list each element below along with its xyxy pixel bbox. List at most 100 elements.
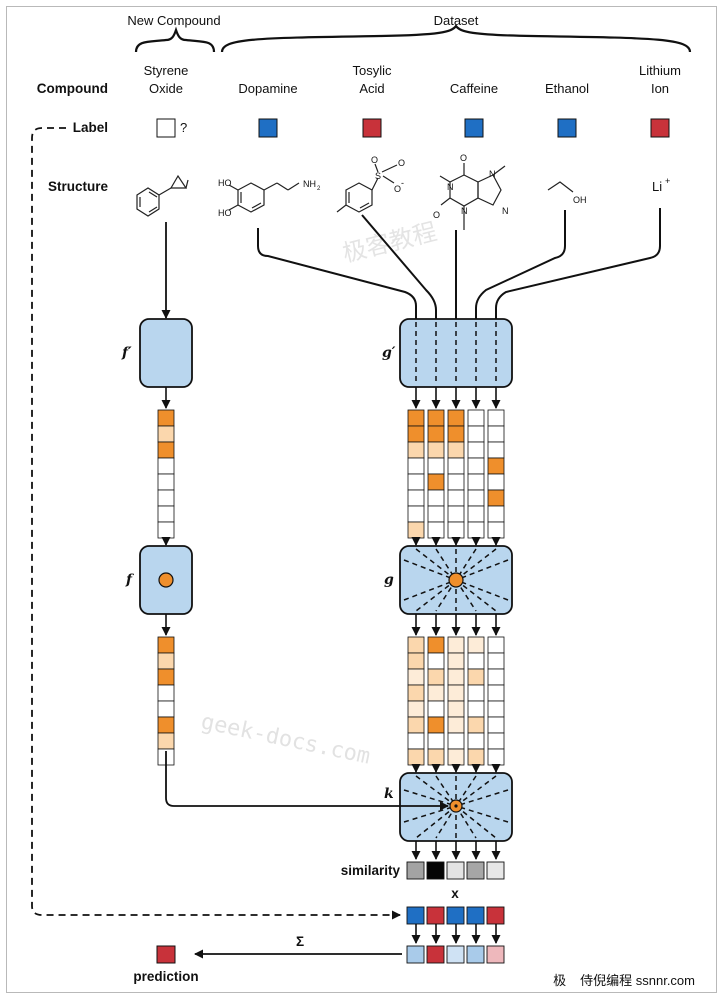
k-fan-line <box>455 789 509 807</box>
compound-name: Lithium <box>639 63 681 78</box>
sigma-label: Σ <box>296 934 304 949</box>
structure-ethanol <box>547 181 574 193</box>
g-prime-out-cell <box>467 473 485 491</box>
f-out-cell <box>157 716 175 734</box>
g-prime-out-cell <box>407 505 425 523</box>
g-fan-line <box>435 579 457 612</box>
compound-name: Caffeine <box>450 81 498 96</box>
g-out-cell <box>427 732 445 750</box>
f-prime-out-cell <box>157 521 175 539</box>
chem-label: HO <box>218 178 232 188</box>
similarity-cell <box>486 861 505 880</box>
g-out-cell <box>407 636 425 654</box>
g-out-cell <box>427 716 445 734</box>
g-out-cell <box>447 652 465 670</box>
weighted-label-cell <box>406 945 425 964</box>
g-out-cell <box>487 732 505 750</box>
f-prime-out-cell <box>157 441 175 459</box>
f-prime-box <box>139 318 193 388</box>
label-square <box>156 118 176 138</box>
g-prime-out-cell <box>447 425 465 443</box>
g-prime-out-cell <box>467 409 485 427</box>
label-square <box>464 118 484 138</box>
f-prime-out-cell <box>157 489 175 507</box>
chem-label: N <box>489 169 496 179</box>
f-out-cell <box>157 684 175 702</box>
g-out-cell <box>487 716 505 734</box>
compound-name: Acid <box>359 81 384 96</box>
g-out-cell <box>427 684 445 702</box>
g-out-cell <box>427 748 445 766</box>
dataset-label-cell <box>426 906 445 925</box>
footer-site: 侍倪编程 ssnnr.com <box>580 973 695 988</box>
g-prime-out-cell <box>467 457 485 475</box>
structure-caffeine <box>439 163 506 230</box>
g-fan-line <box>455 559 509 581</box>
k-fan-line <box>455 805 509 823</box>
g-fan-line <box>403 559 457 581</box>
g-prime-out-cell <box>467 441 485 459</box>
footer-watermark: 极侍倪编程 ssnnr.com <box>547 968 701 991</box>
g-prime-out-cell <box>407 473 425 491</box>
chem-label: OH <box>573 195 587 205</box>
dataset-header: Dataset <box>434 13 479 28</box>
g-prime-out-cell <box>407 489 425 507</box>
g-prime-out-cell <box>487 473 505 491</box>
g-out-cell <box>427 652 445 670</box>
f-out-cell <box>157 636 175 654</box>
g-prime-out-cell <box>447 409 465 427</box>
chem-label: O <box>460 153 467 163</box>
chem-label: N <box>461 206 468 216</box>
g-out-cell <box>487 700 505 718</box>
label-feedback-path <box>31 127 401 920</box>
g-prime-out-cell <box>407 409 425 427</box>
weighted-label-cell <box>446 945 465 964</box>
g-prime-out-cell <box>427 425 445 443</box>
g-out-cell <box>467 636 485 654</box>
chem-label: N <box>447 182 454 192</box>
compound-name: Tosylic <box>352 63 392 78</box>
similarity-cell <box>406 861 425 880</box>
f-prime-label: f′ <box>121 345 132 361</box>
g-out-cell <box>407 716 425 734</box>
weighted-label-cell <box>426 945 445 964</box>
k-fan-line <box>455 805 477 839</box>
g-out-cell <box>447 748 465 766</box>
similarity-cell <box>466 861 485 880</box>
structure-styrene-oxide <box>136 174 189 217</box>
g-out-cell <box>487 684 505 702</box>
similarity-cell <box>426 861 445 880</box>
compound-name: Oxide <box>149 81 183 96</box>
g-out-cell <box>447 668 465 686</box>
chem-label: HO <box>218 208 232 218</box>
g-out-cell <box>467 700 485 718</box>
compound-names: Styrene Oxide Dopamine Tosylic Acid Caff… <box>144 63 681 96</box>
chem-label: 2 <box>317 186 321 192</box>
g-prime-out-cell <box>427 409 445 427</box>
g-prime-out-cell <box>447 473 465 491</box>
label-square <box>557 118 577 138</box>
f-prime-out-cell <box>157 409 175 427</box>
compound-name: Dopamine <box>238 81 297 96</box>
g-prime-out-cell <box>427 521 445 539</box>
g-prime-out-cell <box>467 505 485 523</box>
compound-name: Ethanol <box>545 81 589 96</box>
chem-label: Li <box>652 179 662 194</box>
diagram-frame <box>6 6 717 993</box>
f-label: f <box>125 572 135 588</box>
g-out-cell <box>427 668 445 686</box>
g-prime-out-cell <box>487 505 505 523</box>
watermark-cn: 极客教程 <box>340 217 440 267</box>
compound-name: Ion <box>651 81 669 96</box>
g-prime-out-cell <box>447 457 465 475</box>
g-prime-out-cell <box>487 441 505 459</box>
dataset-label-cell <box>486 906 505 925</box>
g-prime-out-cell <box>487 425 505 443</box>
k-fan-line <box>435 805 457 839</box>
f-to-k-arrow <box>165 751 449 811</box>
g-prime-out-cell <box>447 505 465 523</box>
x-label: x <box>451 886 459 901</box>
k-label: k <box>384 786 394 802</box>
f-prime-out-cell <box>157 505 175 523</box>
